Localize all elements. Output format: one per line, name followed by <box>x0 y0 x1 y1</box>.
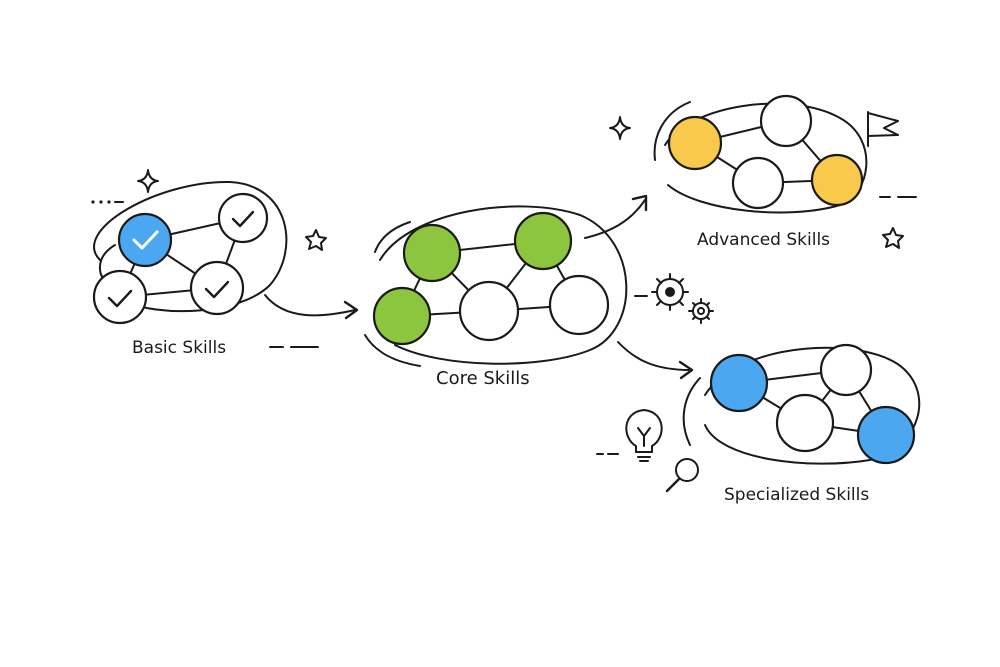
cluster-outline <box>704 346 921 465</box>
specialized-node-empty <box>819 343 873 397</box>
specialized-node-active <box>856 405 916 465</box>
basic-node-checked <box>92 269 148 325</box>
specialized-node-empty <box>775 393 835 453</box>
checkmark-icon <box>107 289 133 308</box>
specialized-skills-label: Specialized Skills <box>724 485 870 505</box>
arrow-icon <box>617 341 691 371</box>
sparkle-icon <box>609 116 631 140</box>
core-node-active <box>513 211 573 271</box>
checkmark-icon <box>132 230 159 250</box>
gear-icon <box>651 273 689 311</box>
basic-node-completed <box>117 212 173 268</box>
core-skills-cluster <box>364 205 628 367</box>
cluster-outline-accent <box>682 377 701 446</box>
arrow-head <box>678 360 694 380</box>
cluster-outline <box>664 102 868 214</box>
basic-skills-cluster <box>91 169 327 325</box>
cluster-outline <box>379 205 628 365</box>
cluster-outline-accent <box>364 334 421 367</box>
star-icon <box>882 227 904 249</box>
core-skills-label: Core Skills <box>436 368 530 389</box>
core-node-active <box>372 286 432 346</box>
basic-skills-label: Basic Skills <box>132 338 227 358</box>
arrow-icon <box>584 199 646 239</box>
basic-node-checked <box>189 260 245 316</box>
cluster-outline-accent <box>374 221 411 253</box>
dots-decoration <box>91 200 124 204</box>
core-node-active <box>402 223 462 283</box>
magnifier-icon <box>665 458 699 493</box>
basic-node-checked <box>217 192 269 244</box>
flag-icon <box>867 111 899 147</box>
advanced-node-empty <box>759 94 813 148</box>
arrow-head <box>631 194 648 212</box>
arrow-head <box>343 300 359 320</box>
star-icon <box>305 229 327 251</box>
checkmark-icon <box>231 210 255 228</box>
sparkle-icon <box>137 169 159 193</box>
gear-icon <box>688 298 714 324</box>
advanced-node-empty <box>731 156 785 210</box>
advanced-skills-cluster <box>609 94 917 249</box>
core-node-empty <box>548 274 610 336</box>
lightbulb-icon <box>625 409 663 462</box>
specialized-skills-cluster <box>596 343 921 493</box>
advanced-node-active <box>667 115 723 171</box>
advanced-skills-label: Advanced Skills <box>697 230 831 250</box>
core-node-empty <box>458 280 520 342</box>
checkmark-icon <box>204 280 230 299</box>
advanced-node-active <box>810 153 864 207</box>
side-id-text: 1923714252 <box>0 429 1 529</box>
cluster-outline-accent <box>653 101 691 161</box>
specialized-node-active <box>709 353 769 413</box>
arrow-icon <box>264 294 356 317</box>
